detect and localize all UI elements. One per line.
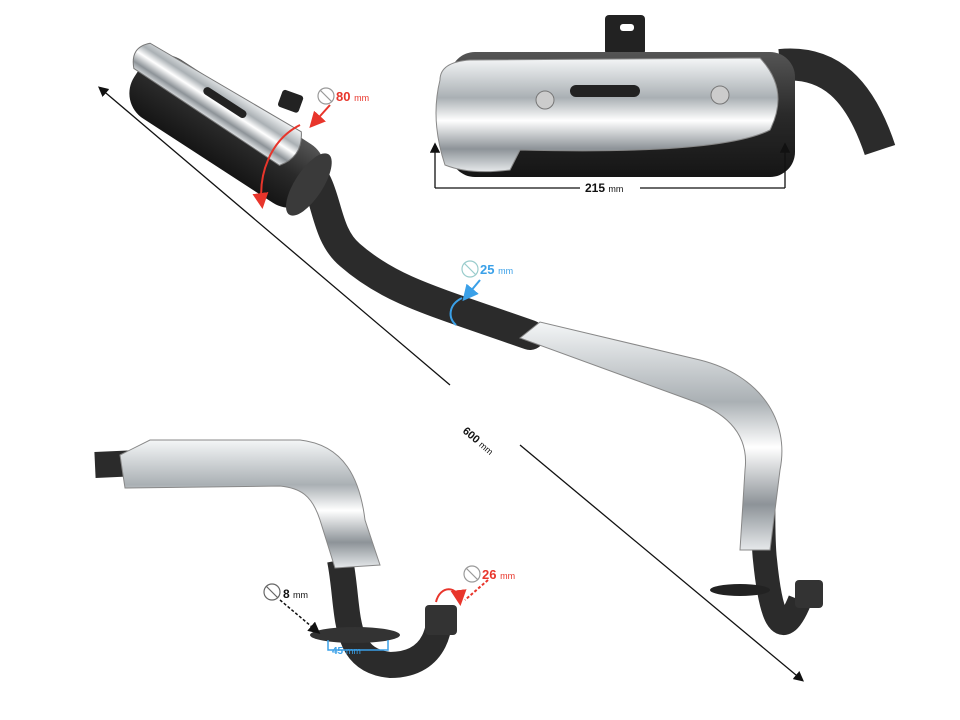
cover-length-unit: mm bbox=[608, 184, 623, 194]
muffler-diameter-value: 80 bbox=[336, 89, 350, 104]
outlet-collar bbox=[425, 605, 457, 635]
header-pipe bbox=[518, 321, 823, 635]
muffler-bracket bbox=[278, 89, 304, 113]
pipe-diameter-unit: mm bbox=[498, 266, 513, 276]
cover-length-value: 215 bbox=[585, 181, 605, 195]
dimension-flange-hole: 8 mm bbox=[263, 583, 321, 634]
muffler bbox=[129, 42, 332, 216]
header-closeup bbox=[94, 439, 457, 679]
dimension-flange-spacing: 45 mm bbox=[327, 640, 389, 657]
main-exhaust bbox=[129, 42, 823, 635]
svg-text:8 mm: 8 mm bbox=[283, 587, 308, 601]
flange-spacing-value: 45 bbox=[332, 646, 344, 657]
svg-text:45 mm: 45 mm bbox=[332, 646, 361, 657]
mid-pipe bbox=[285, 150, 545, 350]
svg-text:80 mm: 80 mm bbox=[336, 89, 369, 104]
flange-hole-value: 8 bbox=[283, 587, 290, 601]
svg-text:25 mm: 25 mm bbox=[480, 262, 513, 277]
pipe-diameter-value: 25 bbox=[480, 262, 494, 277]
outlet-diameter-unit: mm bbox=[500, 571, 515, 581]
muffler-diameter-unit: mm bbox=[354, 93, 369, 103]
dimension-outlet-diameter: 26 mm bbox=[435, 565, 515, 606]
muffler-closeup bbox=[435, 15, 896, 177]
svg-text:600 mm: 600 mm bbox=[460, 425, 496, 458]
dimension-cover-length: 215 mm bbox=[429, 142, 791, 195]
flange bbox=[310, 627, 400, 643]
diameter-icon bbox=[317, 87, 335, 105]
outlet-diameter-value: 26 bbox=[482, 567, 496, 582]
flange-spacing-unit: mm bbox=[346, 646, 361, 656]
dimension-pipe-diameter: 25 mm bbox=[449, 260, 513, 326]
muffler-bracket bbox=[605, 15, 645, 55]
total-length-value: 600 bbox=[460, 425, 482, 446]
diameter-icon bbox=[461, 260, 479, 278]
flange-hole-unit: mm bbox=[293, 590, 308, 600]
dimension-muffler-diameter: 80 mm bbox=[252, 87, 369, 209]
total-length-unit: mm bbox=[477, 440, 495, 457]
svg-text:26 mm: 26 mm bbox=[482, 567, 515, 582]
diameter-icon bbox=[263, 583, 281, 601]
svg-text:215 mm: 215 mm bbox=[585, 181, 623, 195]
diameter-icon bbox=[463, 565, 481, 583]
